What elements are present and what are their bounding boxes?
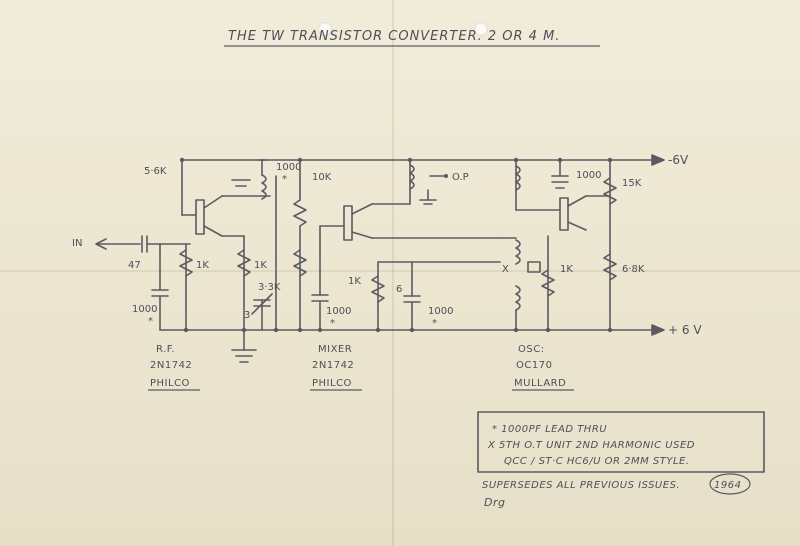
mix-10k-resistor: [293, 199, 307, 227]
junction-dot: [607, 157, 613, 163]
osc-bypass-value: 1000: [576, 170, 601, 181]
mix-cap-value: 1000: [326, 306, 351, 317]
junction-dot: [545, 327, 551, 333]
osc-transistor-base: [559, 197, 569, 231]
pos-rail-arrow: [651, 324, 665, 336]
junction-dot: [183, 327, 189, 333]
input-label: IN: [72, 238, 82, 249]
junction-dot: [557, 157, 563, 163]
note-line-2: X 5TH O.T UNIT 2ND HARMONIC USED: [487, 440, 695, 451]
crystal: [527, 261, 541, 273]
paper-fold-vertical: [392, 0, 394, 546]
osc-emitter-resistor: [541, 269, 555, 297]
junction-dot: [317, 327, 323, 333]
osc-stage-name: OSC:: [518, 344, 545, 355]
mix-output-coil: [409, 164, 415, 190]
mix-stage-name: MIXER: [318, 344, 352, 355]
osc-stage-maker: MULLARD: [514, 378, 566, 389]
mix-33k-label: 3·3K: [258, 282, 281, 293]
junction-dot: [179, 157, 185, 163]
rf-bias-1k: 1K: [196, 260, 209, 271]
mix-10k-label: 10K: [312, 172, 332, 183]
rf-emitter-1k: 1K: [254, 260, 267, 271]
osc-68k-resistor: [603, 253, 617, 281]
junction-dot: [241, 327, 247, 333]
osc-emitter: [567, 221, 587, 231]
junction-dot: [375, 327, 381, 333]
rf-cap-value: 1000: [132, 304, 157, 315]
osc-1k-resistor: [371, 275, 385, 303]
neg-rail-arrow: [651, 154, 665, 166]
rf-emitter-resistor: [237, 249, 251, 277]
mix-stage-part: 2N1742: [312, 360, 354, 371]
note-line-1: * 1000PF LEAD THRU: [492, 424, 607, 435]
mix-cap-star: *: [330, 318, 335, 329]
neg-rail-label: -6V: [668, 153, 689, 167]
osc-coil-bottom: [515, 285, 521, 311]
pos-rail-label: + 6 V: [668, 323, 702, 337]
osc-cap-star: *: [432, 318, 437, 329]
trimmer-arrow: [251, 293, 273, 315]
junction-dot: [297, 157, 303, 163]
junction-dot: [297, 327, 303, 333]
osc-tank-coil: [515, 165, 521, 191]
osc-emitter-1k: 1K: [560, 264, 573, 275]
signature: Drg: [484, 496, 505, 509]
osc-collector: [567, 195, 587, 207]
rf-bias-resistor: [179, 249, 193, 277]
mix-33k-resistor: [293, 249, 307, 277]
trimmer-value: 3: [244, 310, 250, 321]
rf-collector: [203, 195, 223, 209]
rf-56k-label: 5·6K: [144, 166, 167, 177]
junction-dot: [407, 157, 413, 163]
rf-transistor-base: [195, 199, 205, 235]
note-line-3: QCC / ST·C HC6/U OR 2MM STYLE.: [504, 456, 690, 467]
junction-dot: [513, 157, 519, 163]
year-circle: [709, 473, 751, 495]
input-arrow: [95, 238, 107, 250]
rf-stage-maker: PHILCO: [150, 378, 190, 389]
diagram-title: THE TW TRANSISTOR CONVERTER. 2 OR 4 M.: [228, 29, 560, 44]
output-terminal: [444, 174, 448, 178]
junction-dot: [409, 327, 415, 333]
punch-hole-right: [474, 22, 488, 36]
osc-6-label: 6: [396, 284, 402, 295]
top-cap-value: 1000: [276, 162, 301, 173]
osc-1k-label: 1K: [348, 276, 361, 287]
punch-hole-left: [318, 22, 332, 36]
crystal-label: X: [502, 264, 509, 275]
rf-emitter: [203, 225, 223, 237]
input-cap-value: 47: [128, 260, 141, 271]
rf-stage-name: R.F.: [156, 344, 175, 355]
rf-tank-coil: [261, 174, 267, 200]
notes-box: [477, 411, 765, 473]
mix-transistor-base: [343, 205, 353, 241]
osc-cap-value: 1000: [428, 306, 453, 317]
top-cap-star: *: [282, 174, 287, 185]
junction-dot: [273, 327, 279, 333]
junction-dot: [513, 327, 519, 333]
osc-stage-part: OC170: [516, 360, 552, 371]
osc-coil-lower: [515, 239, 521, 265]
output-label: O.P: [452, 172, 469, 183]
osc-15k-resistor: [603, 177, 617, 205]
osc-68k-label: 6·8K: [622, 264, 645, 275]
rf-cap-star: *: [148, 316, 153, 327]
junction-dot: [607, 327, 613, 333]
footer-text: SUPERSEDES ALL PREVIOUS ISSUES.: [482, 480, 680, 491]
osc-15k-label: 15K: [622, 178, 642, 189]
rf-stage-part: 2N1742: [150, 360, 192, 371]
paper-fold-horizontal: [0, 270, 800, 272]
mix-stage-maker: PHILCO: [312, 378, 352, 389]
year-label: 1964: [714, 480, 741, 491]
mix-collector: [351, 203, 373, 215]
mix-emitter: [351, 231, 373, 239]
